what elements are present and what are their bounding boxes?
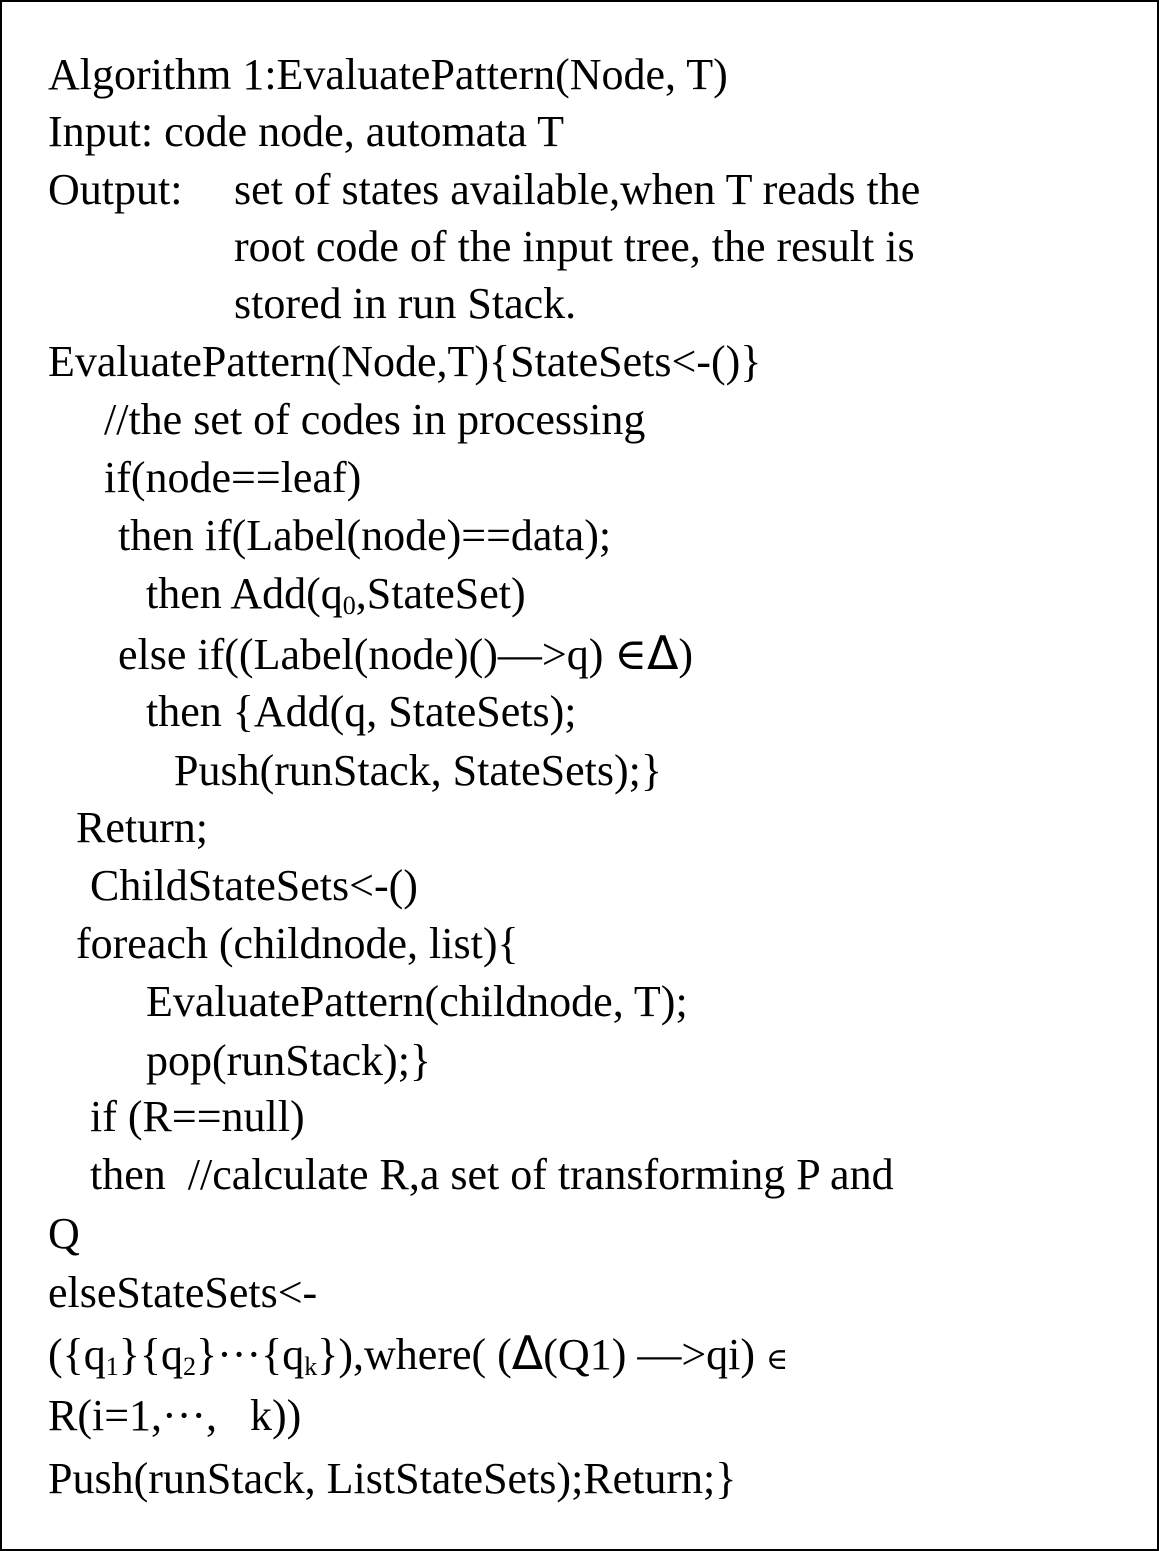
- else-if-line: else if((Label(node)()—>q) ∈Δ): [118, 624, 693, 682]
- q2-subscript: 2: [183, 1352, 197, 1381]
- r-range-line: R(i=1,···, k)): [48, 1391, 302, 1440]
- then-add-suffix: ,StateSet): [355, 569, 526, 618]
- then-add-prefix: then Add(q: [146, 569, 343, 618]
- input-line: Input: code node, automata T: [48, 107, 565, 156]
- set-dots: }···{q: [196, 1330, 305, 1379]
- arrow-text: —>q): [497, 630, 615, 679]
- delta-symbol: Δ: [646, 626, 679, 680]
- set-q1-open: ({q: [48, 1330, 106, 1379]
- if-leaf-line: if(node==leaf): [104, 453, 362, 502]
- then-add-q0-line: then Add(q0,StateSet): [146, 565, 526, 623]
- set-q1-arg: (Q1) —>qi): [543, 1330, 767, 1379]
- push-list-line: Push(runStack, ListStateSets);Return;}: [48, 1454, 737, 1503]
- else-if-prefix: else if((Label(node)(): [118, 630, 498, 679]
- evaluate-child-line: EvaluatePattern(childnode, T);: [146, 977, 688, 1026]
- foreach-line: foreach (childnode, list){: [76, 919, 519, 968]
- q0-subscript: 0: [342, 591, 356, 620]
- element-of-symbol-2: ∈: [766, 1342, 789, 1377]
- function-definition: EvaluatePattern(Node,T){StateSets<-()}: [48, 337, 762, 386]
- output-line-2: root code of the input tree, the result …: [234, 222, 915, 271]
- qk-subscript: k: [304, 1352, 318, 1381]
- output-line-3: stored in run Stack.: [234, 279, 577, 328]
- then-add-q-line: then {Add(q, StateSets);: [146, 687, 577, 736]
- output-line-1: set of states available,when T reads the: [234, 165, 921, 214]
- push-statesets-line: Push(runStack, StateSets);}: [174, 746, 662, 795]
- algorithm-title: Algorithm 1:EvaluatePattern(Node, T): [48, 50, 728, 99]
- state-set-list-line: ({q1}{q2}···{qk}),where( (Δ(Q1) —>qi) ∈: [48, 1324, 788, 1382]
- comment-codes: //the set of codes in processing: [104, 395, 646, 444]
- return-line: Return;: [76, 803, 208, 852]
- pop-line: pop(runStack);}: [146, 1036, 432, 1085]
- child-statesets-line: ChildStateSets<-(): [90, 861, 418, 910]
- then-if-label-line: then if(Label(node)==data);: [118, 511, 612, 560]
- else-statesets-line: elseStateSets<-: [48, 1268, 318, 1317]
- output-label: Output:: [48, 165, 194, 214]
- q1-subscript: 1: [105, 1352, 119, 1381]
- delta-symbol-2: Δ: [511, 1326, 544, 1380]
- element-of-symbol: ∈: [614, 629, 647, 680]
- then-comment-line: then //calculate R,a set of transforming…: [90, 1150, 894, 1199]
- set-q2-open: }{q: [118, 1330, 184, 1379]
- else-if-close: ): [678, 630, 694, 679]
- if-r-null-line: if (R==null): [90, 1092, 305, 1141]
- q-line: Q: [48, 1209, 80, 1258]
- set-where: }),where( (: [317, 1330, 512, 1379]
